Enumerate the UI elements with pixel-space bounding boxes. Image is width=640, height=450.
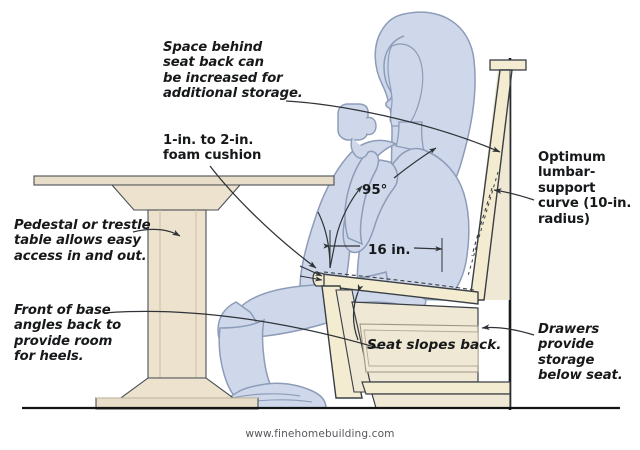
callout-lumbar-support: Optimum lumbar- support curve (10-in. ra… xyxy=(538,150,632,227)
pedestal-table xyxy=(33,175,335,410)
dimension-seat-back-angle: 95° xyxy=(362,183,388,198)
dimension-seat-depth: 16 in. xyxy=(368,243,411,258)
callout-front-of-base: Front of base angles back to provide roo… xyxy=(14,303,122,365)
dimension-lines xyxy=(299,147,443,282)
callout-drawers-storage: Drawers provide storage below seat. xyxy=(538,322,623,384)
callout-foam-cushion: 1-in. to 2-in. foam cushion xyxy=(163,133,262,164)
bench-seat-back xyxy=(467,59,527,301)
seated-figure xyxy=(217,11,476,409)
note-seat-slopes-back: Seat slopes back. xyxy=(367,337,502,353)
bench-seat xyxy=(312,271,479,399)
callout-space-behind-seat-back: Space behind seat back can be increased … xyxy=(163,40,303,102)
bench-toe-kick xyxy=(361,381,511,409)
leader-lines xyxy=(103,100,535,349)
footer-source-url: www.finehomebuilding.com xyxy=(245,428,395,440)
callout-pedestal-table: Pedestal or trestle table allows easy ac… xyxy=(14,218,151,264)
